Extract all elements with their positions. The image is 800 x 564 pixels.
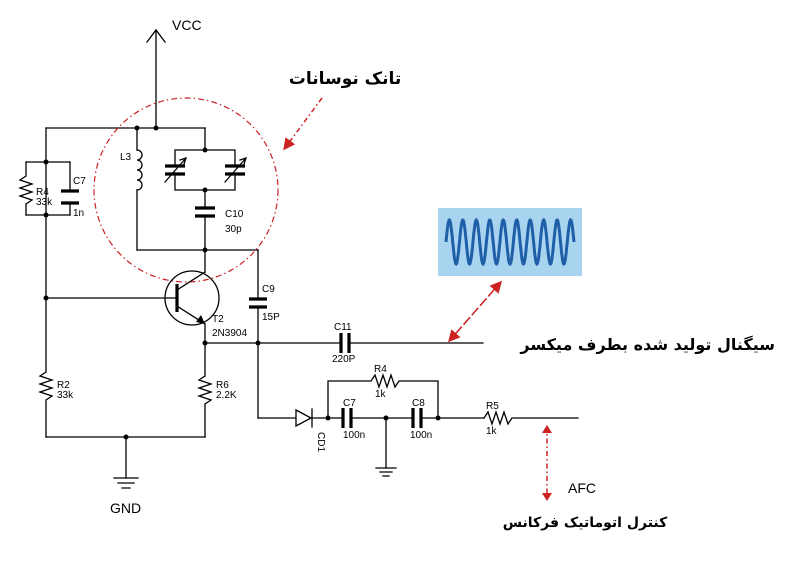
capacitor-c8: C8 100n bbox=[410, 398, 432, 441]
gnd-label: GND bbox=[110, 500, 141, 516]
r4-name: R4 bbox=[36, 187, 49, 198]
cd1-label: CD1 bbox=[315, 432, 326, 452]
t2-name: T2 bbox=[212, 314, 224, 325]
l3-label: L3 bbox=[120, 152, 132, 163]
c7-name: C7 bbox=[73, 176, 86, 187]
c7b-name: C7 bbox=[343, 398, 356, 409]
sine-wave-box bbox=[438, 208, 582, 276]
resistor-r4-lower: R4 1k bbox=[325, 364, 441, 421]
c7b-value: 100n bbox=[343, 430, 365, 441]
sine-wave bbox=[444, 217, 576, 267]
afc-note: کنترل اتوماتیک فرکانس bbox=[503, 515, 668, 531]
r4b-name: R4 bbox=[374, 364, 387, 375]
r2-name: R2 bbox=[57, 380, 70, 391]
ground-afc bbox=[375, 467, 397, 477]
tank-dashed-circle bbox=[93, 97, 279, 283]
vcc-label: VCC bbox=[172, 17, 202, 33]
junction-dots bbox=[43, 125, 261, 346]
r6-name: R6 bbox=[216, 380, 229, 391]
r4-c7-parallel: R4 33k C7 1n bbox=[17, 161, 86, 219]
c8-value: 100n bbox=[410, 430, 432, 441]
tank-title: تانک نوسانات bbox=[289, 69, 401, 89]
resistor-r6: R6 2.2K bbox=[196, 375, 237, 438]
capacitor-c11: C11 220P bbox=[332, 322, 356, 365]
tank-circuit: L3 C10 30p bbox=[120, 127, 259, 273]
capacitor-c9: C9 15P bbox=[249, 249, 280, 419]
wave-arrow-reverse bbox=[449, 280, 502, 341]
c8-name: C8 bbox=[412, 398, 425, 409]
diode-cd1: CD1 bbox=[295, 408, 326, 452]
tank-arrow bbox=[283, 97, 323, 151]
c10-value: 30p bbox=[225, 224, 242, 235]
capacitor-c7-lower: C7 100n bbox=[341, 398, 365, 441]
ground: GND bbox=[45, 434, 206, 516]
signal-note: سیگنال تولید شده بطرف میکسر bbox=[519, 335, 775, 354]
r4b-value: 1k bbox=[375, 389, 387, 400]
c7-value: 1n bbox=[73, 208, 84, 219]
c9-value: 15P bbox=[262, 312, 280, 323]
afc-label: AFC bbox=[568, 480, 596, 496]
r6-value: 2.2K bbox=[216, 390, 237, 401]
c11-value: 220P bbox=[332, 354, 356, 365]
c9-name: C9 bbox=[262, 284, 275, 295]
afc-junction bbox=[383, 415, 389, 421]
c11-name: C11 bbox=[334, 322, 352, 333]
r5-name: R5 bbox=[486, 401, 499, 412]
r5-value: 1k bbox=[486, 426, 498, 437]
t2-value: 2N3904 bbox=[212, 328, 247, 339]
r2-value: 33k bbox=[57, 390, 74, 401]
transistor-t2: T2 2N3904 bbox=[45, 270, 247, 339]
resistor-r5: R5 1k bbox=[483, 401, 579, 437]
c10-name: C10 bbox=[225, 209, 244, 220]
r4-value: 33k bbox=[36, 197, 53, 208]
resistor-r2: R2 33k bbox=[37, 297, 74, 438]
vcc-supply: VCC bbox=[146, 17, 202, 129]
